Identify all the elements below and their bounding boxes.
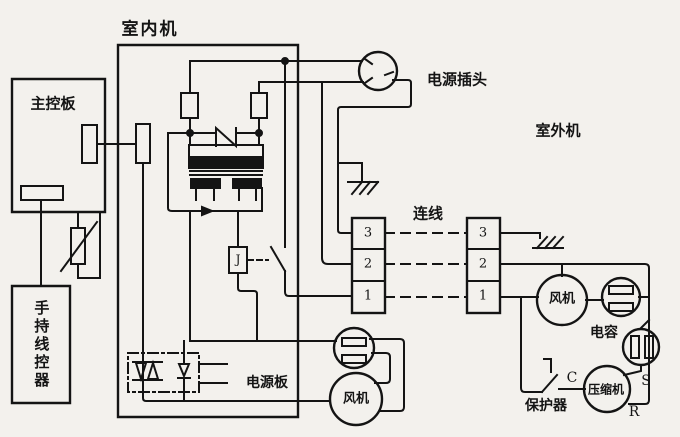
main-control-board-label: 主控板	[30, 94, 76, 113]
interconnect-dashed-wires	[384, 232, 468, 298]
outdoor-wires	[499, 232, 650, 405]
thermistor-sensor	[59, 211, 101, 279]
relay-contact-switch	[247, 60, 353, 297]
indoor-fan-loop-wires	[369, 338, 405, 412]
relay-label: J	[235, 252, 241, 267]
terminal-block-indoor-icon	[350, 216, 387, 315]
terminal-indoor-3: 3	[363, 225, 373, 241]
terminal-outdoor-3: 3	[478, 225, 488, 241]
terminal-indoor-2: 2	[363, 256, 373, 272]
triac-module-box	[127, 162, 331, 402]
current-arrow-icon	[201, 205, 215, 217]
main-control-board-box	[10, 77, 107, 214]
indoor-fan-motor-icon	[328, 371, 384, 427]
power-board-label: 电源板	[246, 375, 288, 392]
compressor-label: 压缩机	[588, 382, 625, 397]
ground-symbol-icon	[532, 235, 565, 250]
power-feed-wire	[189, 210, 337, 342]
compressor-terminal-r-label: R	[628, 404, 640, 421]
power-plug-icon	[357, 50, 399, 92]
indoor-fan-label: 风机	[342, 391, 370, 407]
thermal-cutout-icon	[215, 125, 237, 149]
compressor-terminal-s-label: S	[641, 373, 651, 390]
terminal-indoor-1: 1	[363, 288, 373, 304]
handheld-controller-box	[10, 284, 72, 405]
terminal-outdoor-1: 1	[478, 288, 488, 304]
fuse-icon	[180, 92, 268, 119]
handheld-controller-label: 手持线控器	[32, 300, 51, 390]
power-plug-label: 电源插头	[426, 70, 488, 89]
terminal-outdoor-2: 2	[478, 256, 488, 272]
outdoor-fan-capacitor-icon	[600, 276, 642, 318]
board-connector	[20, 123, 151, 201]
indoor-fan-capacitor-icon	[332, 326, 376, 370]
outdoor-capacitor-label: 电容	[590, 325, 618, 342]
compressor-terminal-c-label: C	[566, 370, 578, 387]
compressor-motor-icon	[582, 364, 632, 414]
outdoor-fan-motor-icon	[535, 273, 589, 327]
connecting-wire-label: 连线	[412, 204, 444, 223]
scr-icon	[177, 363, 191, 379]
neutral-branch-wire	[321, 81, 353, 265]
transformer-icon	[167, 117, 264, 217]
indoor-unit-label: 室内机	[121, 19, 179, 40]
triac-icon	[134, 362, 148, 383]
relay-coil	[228, 210, 258, 342]
terminal-block-outdoor-icon	[465, 216, 502, 315]
fan-drive-wire	[142, 162, 331, 402]
ground-symbol-icon	[347, 180, 380, 196]
indoor-unit-box	[116, 43, 300, 419]
protector-label: 保护器	[525, 398, 567, 415]
outdoor-unit-label: 室外机	[535, 121, 581, 140]
compressor-capacitor-icon	[621, 318, 661, 377]
protector-switch-icon	[520, 296, 586, 394]
outdoor-fan-label: 风机	[548, 291, 576, 307]
triac-icon	[146, 359, 160, 380]
